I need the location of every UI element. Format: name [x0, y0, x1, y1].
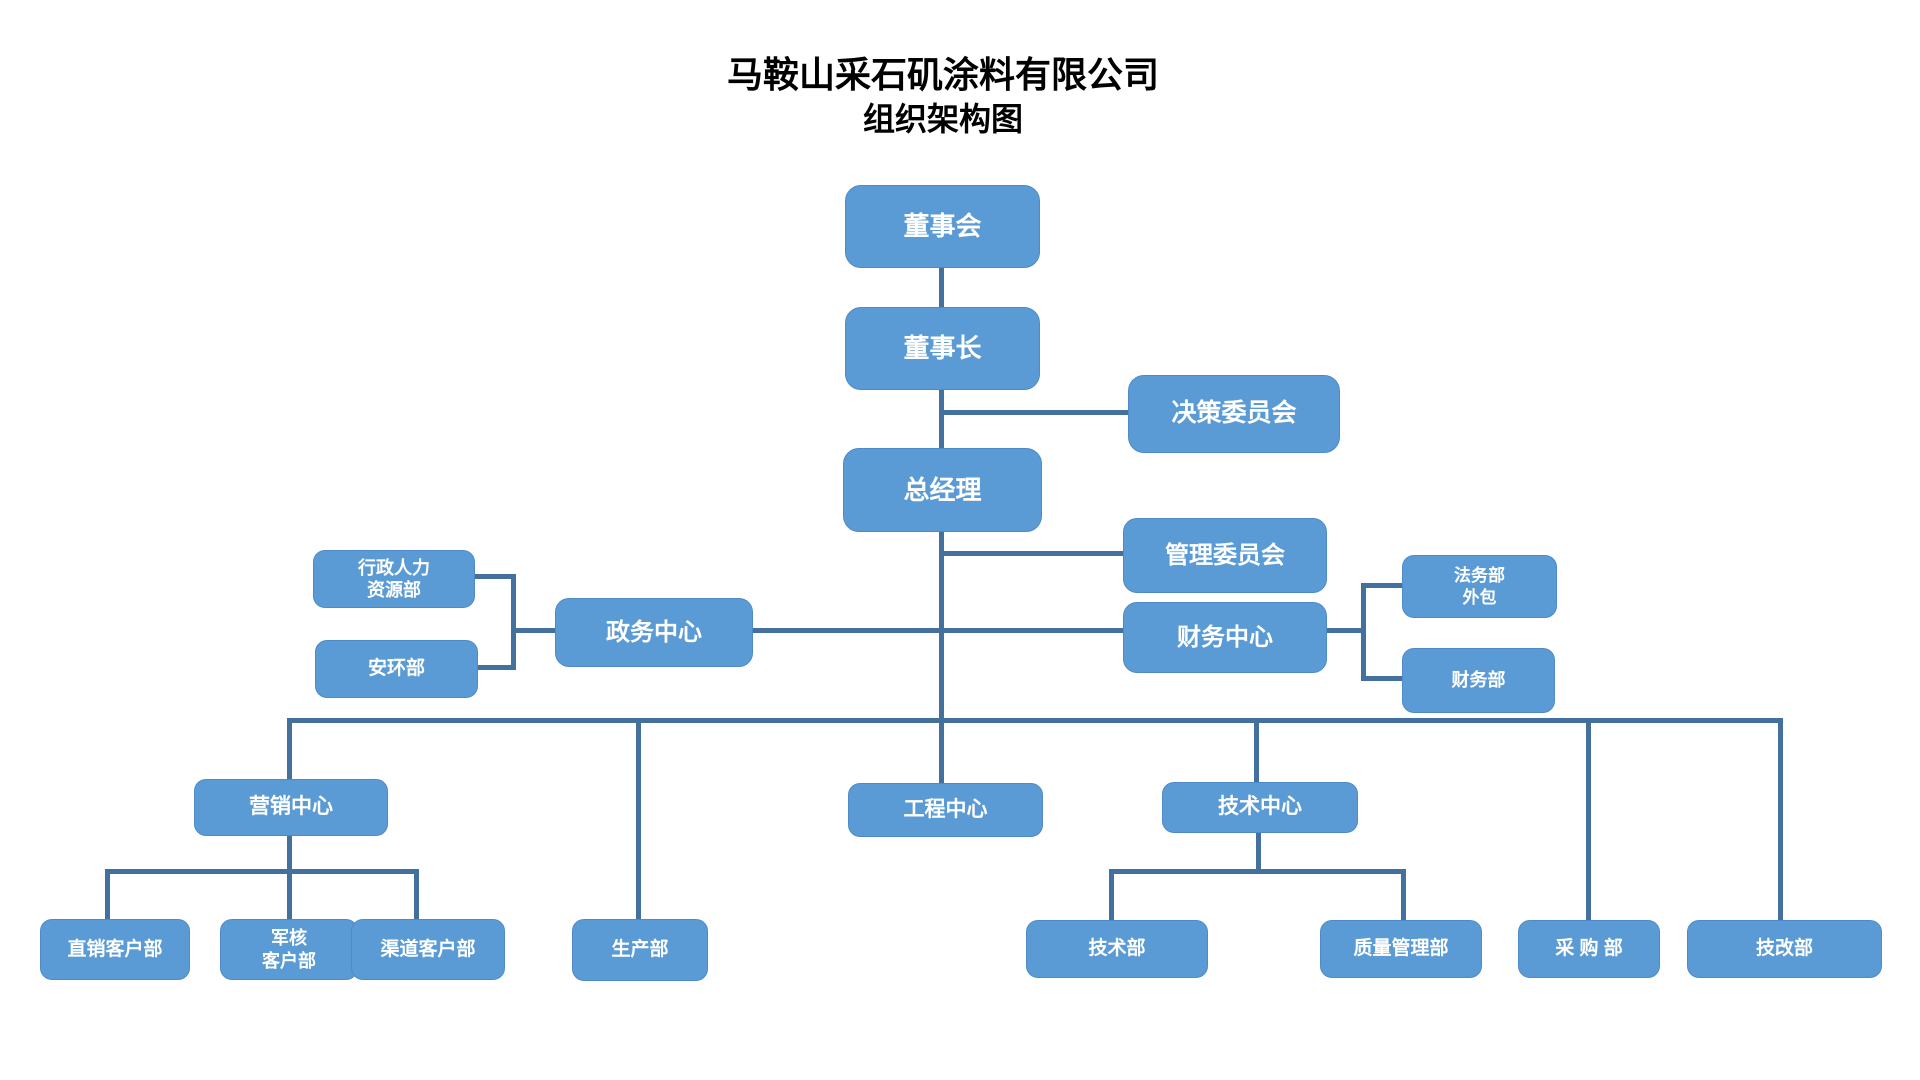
node-engineering-center: 工程中心 — [848, 783, 1043, 837]
connector — [287, 718, 1783, 723]
connector — [287, 836, 292, 921]
node-finance-center: 财务中心 — [1123, 602, 1327, 673]
connector — [939, 390, 944, 450]
node-label: 渠道客户部 — [380, 938, 476, 960]
connector — [1254, 718, 1259, 784]
connector — [1586, 718, 1591, 922]
connector — [105, 869, 110, 921]
connector — [1256, 833, 1261, 874]
connector — [475, 574, 515, 579]
connector — [1778, 718, 1783, 922]
connector — [1327, 628, 1366, 633]
connector — [1363, 583, 1404, 588]
connector — [939, 532, 944, 785]
connector — [513, 628, 555, 633]
node-label: 管理委员会 — [1165, 541, 1285, 569]
connector — [414, 869, 419, 921]
node-label: 行政人力 资源部 — [358, 557, 430, 601]
connector — [511, 574, 516, 670]
node-label: 技改部 — [1755, 938, 1813, 960]
node-label: 军核 客户部 — [262, 928, 316, 971]
node-safety-env-dept: 安环部 — [315, 640, 478, 698]
node-board-of-directors: 董事会 — [845, 185, 1040, 268]
node-admin-hr-dept: 行政人力 资源部 — [313, 550, 475, 608]
node-label: 生产部 — [611, 939, 669, 961]
node-channel-customer-dept: 渠道客户部 — [351, 919, 505, 980]
connector — [1109, 869, 1406, 874]
connector — [636, 718, 641, 921]
node-procurement-dept: 采 购 部 — [1518, 920, 1660, 978]
node-label: 安环部 — [367, 658, 425, 680]
node-finance-dept: 财务部 — [1402, 648, 1555, 713]
connector — [941, 410, 1128, 415]
connector — [1109, 869, 1114, 922]
node-management-committee: 管理委员会 — [1123, 518, 1327, 593]
node-label: 质量管理部 — [1353, 938, 1449, 960]
node-tech-upgrade-dept: 技改部 — [1687, 920, 1882, 978]
node-label: 总经理 — [903, 474, 982, 505]
node-legal-outsource-dept: 法务部 外包 — [1402, 555, 1557, 618]
node-technical-dept: 技术部 — [1026, 920, 1208, 978]
connector — [287, 718, 292, 781]
node-quality-management-dept: 质量管理部 — [1320, 920, 1482, 978]
node-label: 采 购 部 — [1555, 938, 1623, 960]
node-decision-committee: 决策委员会 — [1128, 375, 1340, 453]
node-label: 政务中心 — [606, 618, 702, 646]
connector — [1401, 869, 1406, 922]
node-label: 董事长 — [903, 333, 982, 364]
node-military-nuclear-customer-dept: 军核 客户部 — [220, 919, 358, 980]
node-technology-center: 技术中心 — [1162, 782, 1358, 833]
node-label: 董事会 — [903, 211, 982, 242]
chart-subtitle: 组织架构图 — [862, 100, 1023, 137]
node-general-manager: 总经理 — [843, 448, 1042, 532]
connector — [939, 268, 944, 309]
connector — [105, 869, 419, 874]
node-label: 工程中心 — [903, 797, 988, 821]
company-name: 马鞍山采石矶涂料有限公司 — [726, 54, 1159, 95]
connector — [1363, 676, 1404, 681]
node-direct-sales-dept: 直销客户部 — [40, 919, 190, 980]
node-label: 技术部 — [1088, 938, 1146, 960]
node-marketing-center: 营销中心 — [194, 779, 388, 836]
connector — [753, 628, 1123, 633]
connector — [941, 551, 1123, 556]
node-label: 财务部 — [1451, 670, 1506, 691]
node-chairman: 董事长 — [845, 307, 1040, 390]
connector — [478, 665, 515, 670]
node-label: 决策委员会 — [1171, 399, 1297, 428]
node-gov-affairs-center: 政务中心 — [555, 598, 753, 667]
node-label: 营销中心 — [249, 795, 333, 819]
page-title: 马鞍山采石矶涂料有限公司 组织架构图 — [343, 52, 1543, 140]
node-label: 法务部 外包 — [1454, 566, 1505, 607]
node-production-dept: 生产部 — [572, 919, 708, 981]
node-label: 财务中心 — [1177, 623, 1273, 651]
node-label: 技术中心 — [1218, 795, 1302, 819]
node-label: 直销客户部 — [67, 938, 163, 960]
